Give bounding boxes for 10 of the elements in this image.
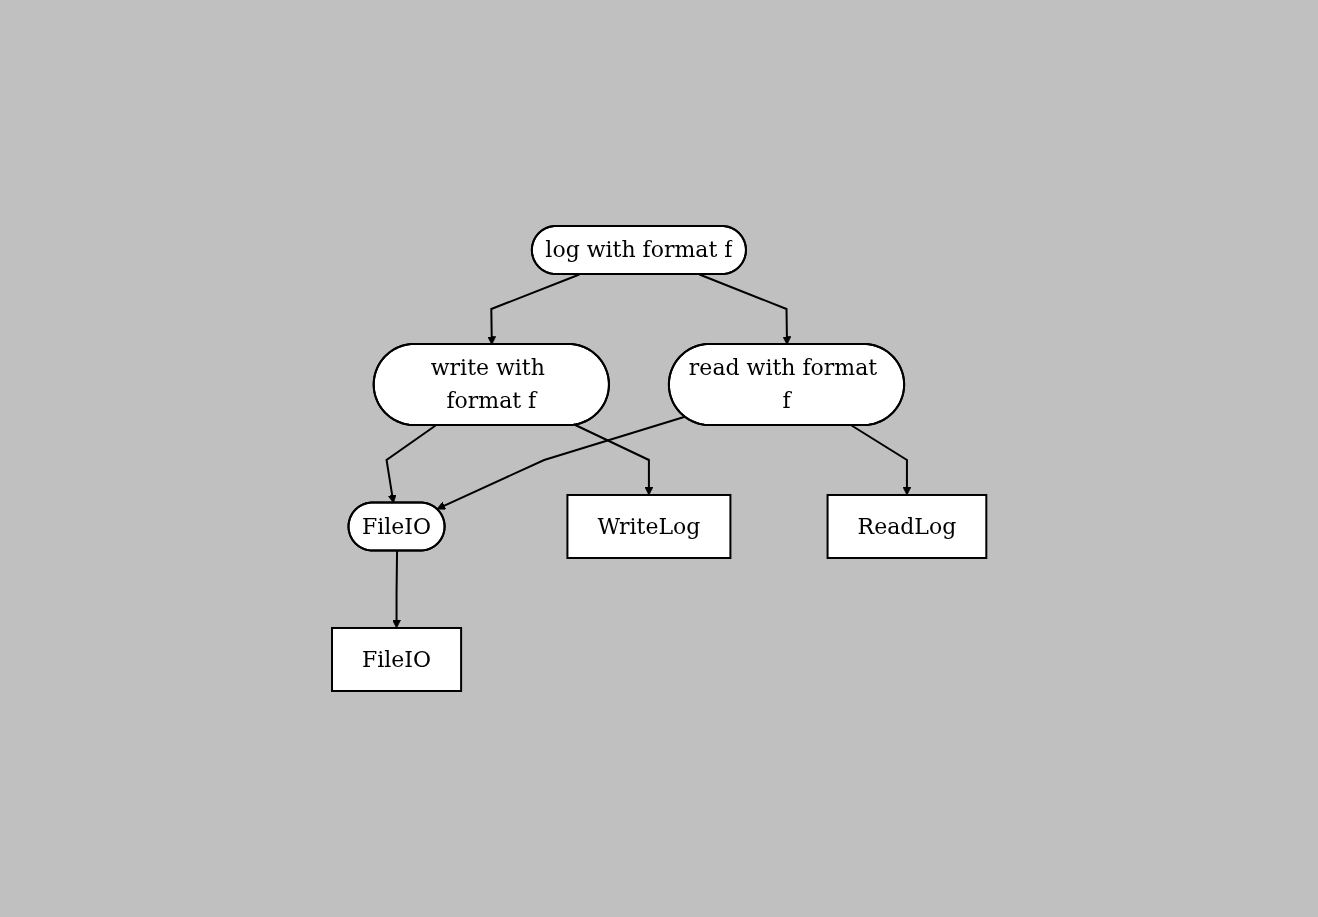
arrow [850, 424, 912, 496]
arrow [487, 273, 581, 345]
arrow [698, 273, 792, 345]
arrow [392, 550, 401, 629]
arrow [385, 424, 437, 504]
node-box: ReadLog [826, 494, 988, 559]
node-box: FileIO [330, 627, 462, 692]
arrow [436, 415, 686, 510]
arrow [574, 423, 654, 496]
node-box: WriteLog [566, 494, 732, 559]
